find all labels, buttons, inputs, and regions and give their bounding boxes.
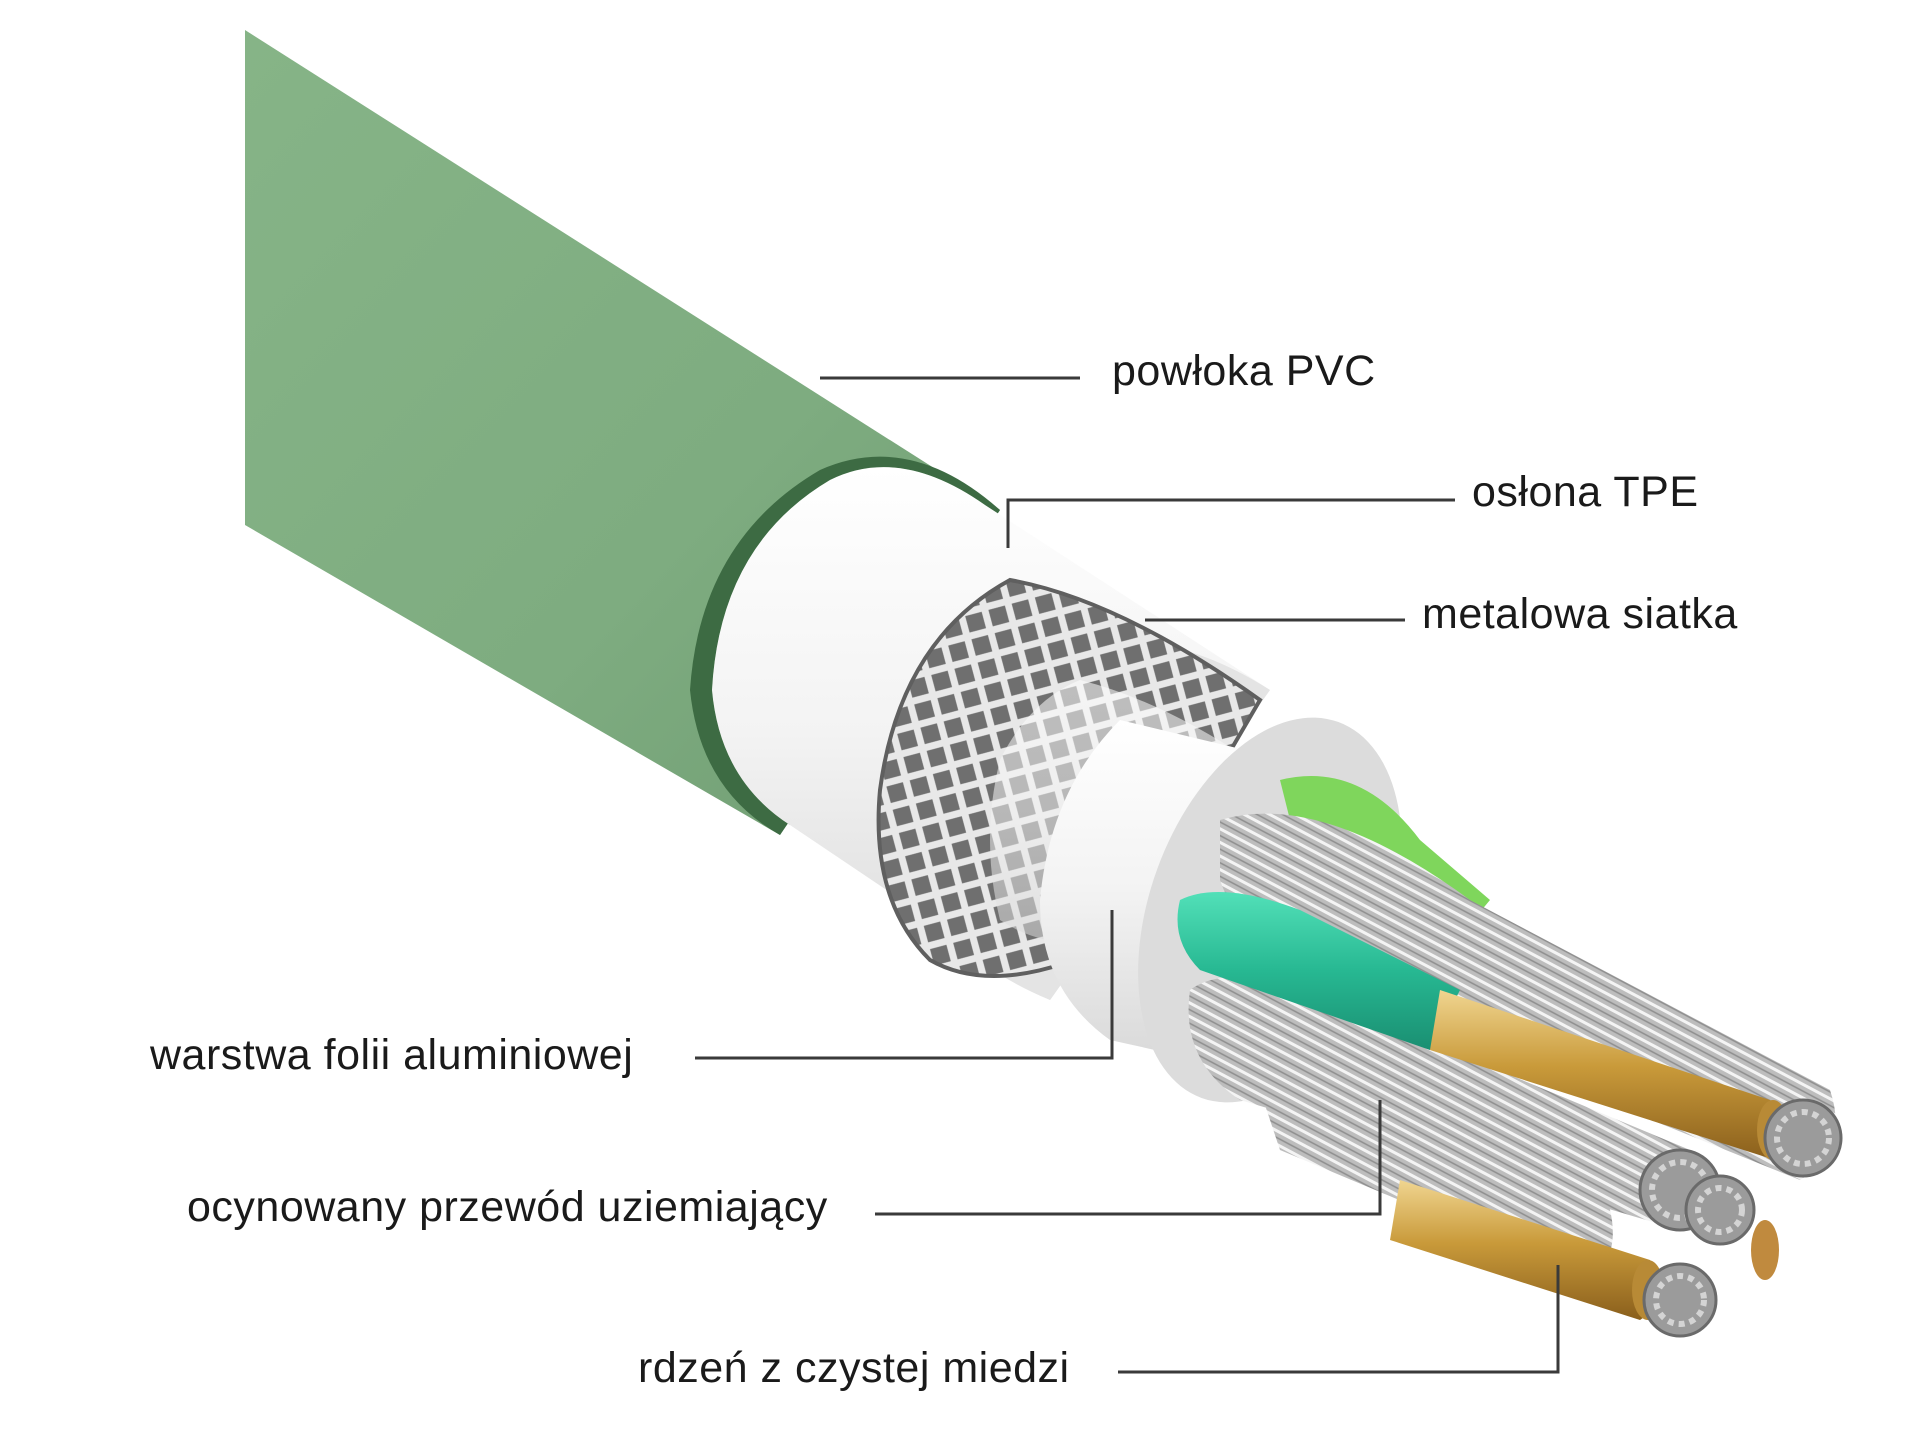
strand-end-caps	[1638, 1098, 1843, 1338]
leader-line-core	[1118, 1265, 1560, 1374]
leader-line-foil	[695, 910, 1114, 1060]
label-aluminium-foil: warstwa folii aluminiowej	[150, 1031, 634, 1079]
teal-insulated-conductor	[1177, 892, 1460, 1050]
leader-line-tpe	[1006, 498, 1455, 548]
label-metal-mesh: metalowa siatka	[1422, 590, 1738, 638]
leader-lines	[695, 376, 1560, 1374]
leader-line-drain	[875, 1100, 1382, 1216]
label-tinned-drain-wire: ocynowany przewód uziemiający	[187, 1183, 828, 1231]
label-pure-copper-core: rdzeń z czystej miedzi	[638, 1344, 1070, 1392]
label-tpe-sheath: osłona TPE	[1472, 468, 1699, 516]
label-pvc-jacket: powłoka PVC	[1112, 347, 1376, 395]
